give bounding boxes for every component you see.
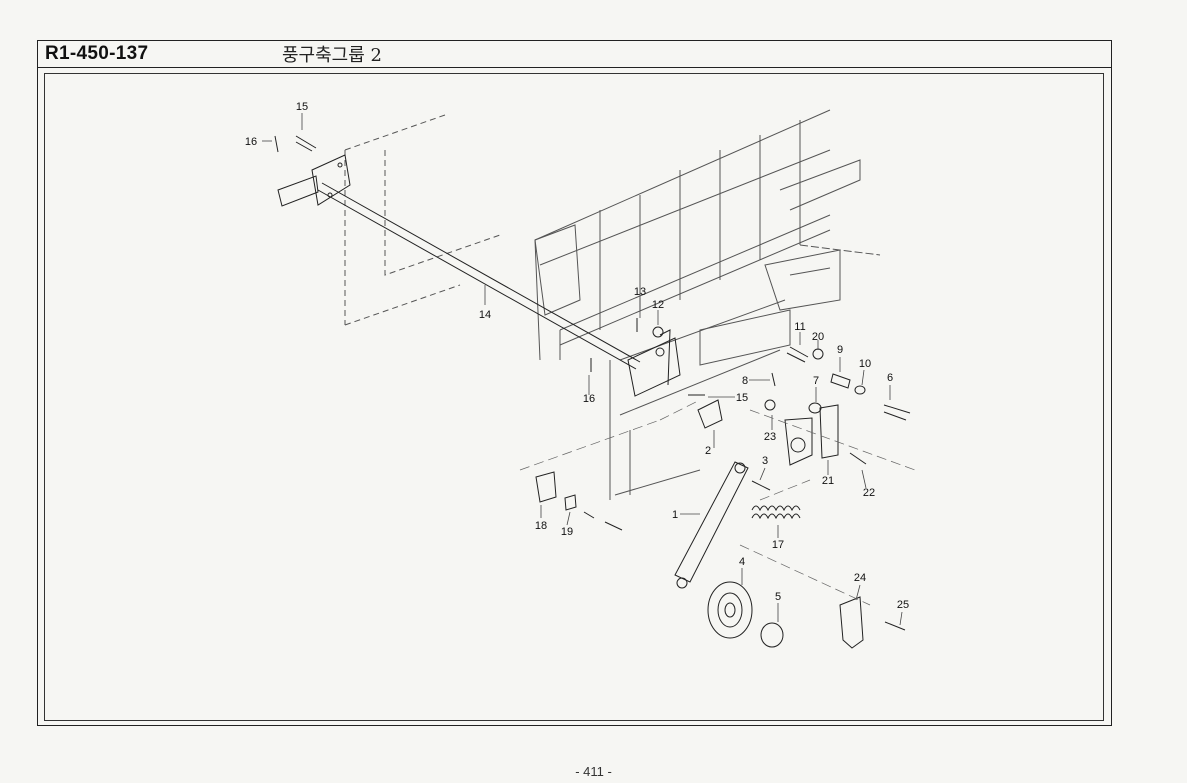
part-label: 2 — [705, 445, 711, 457]
drawing-title: 풍구축그룹 2 — [282, 45, 382, 66]
part-label: 24 — [854, 572, 866, 584]
part-label: 22 — [863, 487, 875, 499]
part-label: 18 — [535, 520, 547, 532]
part-label: 14 — [479, 309, 491, 321]
part-label: 21 — [822, 475, 834, 487]
part-label: 6 — [887, 372, 893, 384]
part-label: 17 — [772, 539, 784, 551]
part-label: 8 — [742, 375, 748, 387]
part-label: 10 — [859, 358, 871, 370]
leader-lines — [262, 113, 903, 626]
part-label: 25 — [897, 599, 909, 611]
part-label: 5 — [775, 591, 781, 603]
part-label: 16 — [245, 136, 257, 148]
drawing-code: R1-450-137 — [45, 43, 149, 64]
hardware-drawings — [274, 135, 911, 649]
part-label: 11 — [794, 321, 805, 333]
part-label: 15 — [296, 101, 308, 113]
part-label: 19 — [561, 526, 573, 538]
part-label: 4 — [739, 556, 745, 568]
part-label: 9 — [837, 344, 843, 356]
header-bar: R1-450-137 풍구축그룹 2 — [37, 40, 1112, 68]
part-label: 7 — [813, 375, 819, 387]
part-label: 12 — [652, 299, 664, 311]
assembly-guides — [519, 399, 916, 606]
page-number: - 411 - — [575, 764, 612, 779]
part-label: 1 — [672, 509, 678, 521]
machine-frame-drawing — [344, 109, 881, 500]
part-label: 20 — [812, 331, 824, 343]
shaft-drawing — [277, 154, 681, 397]
part-label: 3 — [762, 455, 768, 467]
part-labels: 15 16 13 12 14 16 15 2 3 8 11 20 9 10 6 … — [245, 101, 909, 611]
part-label: 23 — [764, 431, 776, 443]
part-label: 13 — [634, 286, 646, 298]
part-label: 16 — [583, 393, 595, 405]
part-label: 15 — [736, 392, 748, 404]
diagram-frame — [44, 73, 1104, 721]
page-frame — [37, 40, 1112, 726]
